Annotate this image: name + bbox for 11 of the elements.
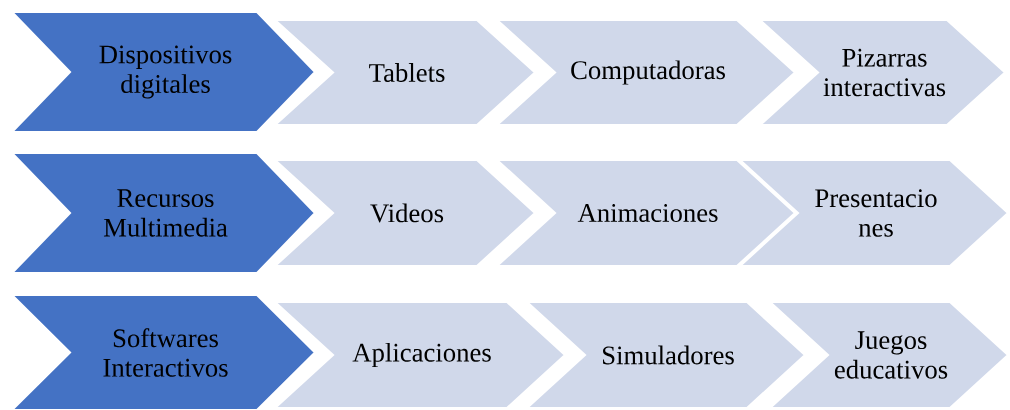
node-label: Presentacio nes: [815, 189, 937, 237]
node-label: Aplicaciones: [352, 342, 491, 368]
node-label: Pizarras interactivas: [823, 48, 946, 97]
item-step: Aplicaciones: [272, 300, 567, 410]
node-label: Juegos educativos: [834, 331, 948, 379]
item-step: Juegos educativos: [767, 300, 1010, 410]
item-step: Presentacio nes: [737, 158, 1010, 268]
item-step: Simuladores: [524, 300, 807, 410]
category-step: Softwares Interactivos: [9, 293, 317, 410]
item-step: Pizarras interactivas: [757, 18, 1007, 127]
node-label: Simuladores: [603, 345, 734, 365]
